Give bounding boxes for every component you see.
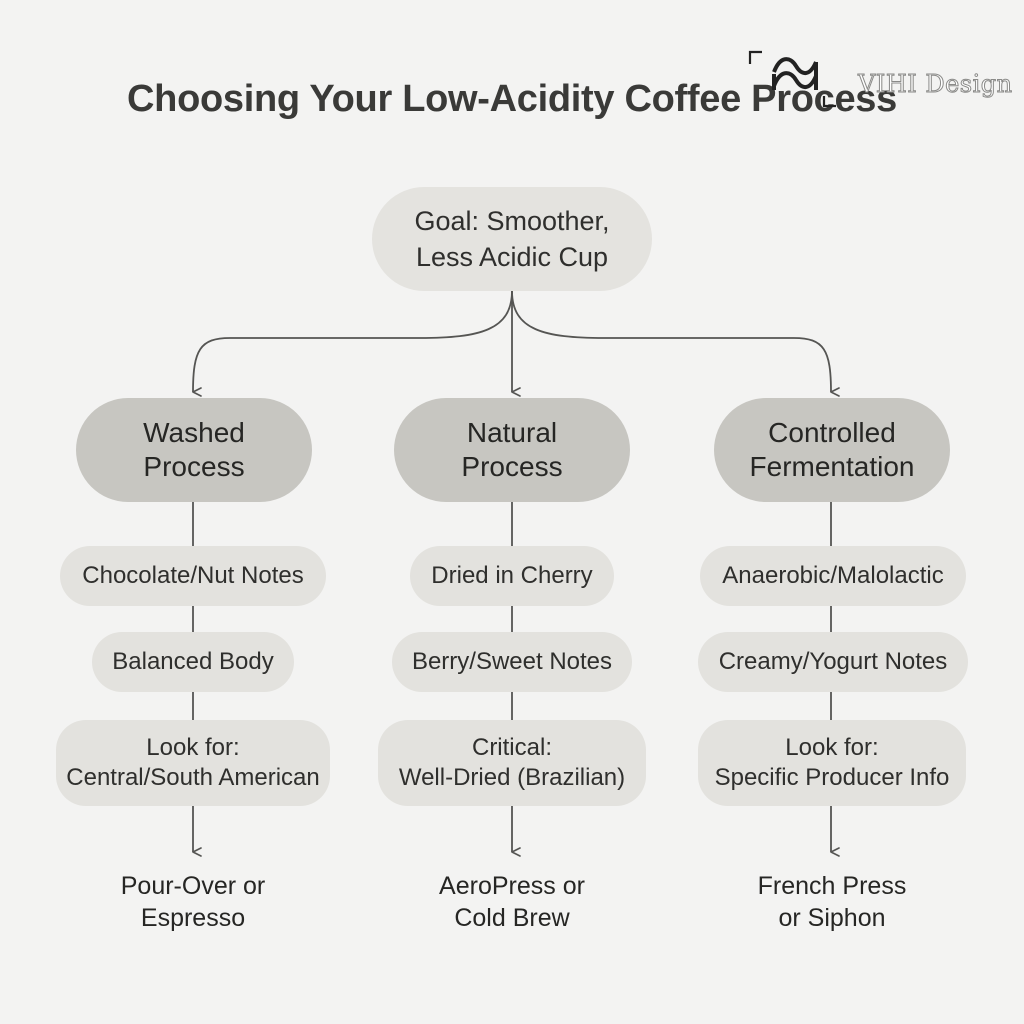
- note-chocolate-nut: Chocolate/Nut Notes: [60, 546, 326, 606]
- lookfor-line-2: Specific Producer Info: [714, 764, 950, 791]
- process-label-line-1: Washed: [143, 417, 245, 448]
- lookfor-line-1: Look for:: [785, 734, 879, 761]
- brew-method-natural: AeroPress or Cold Brew: [392, 870, 632, 934]
- connector-goal-to-controlled: [511, 290, 840, 397]
- process-node-washed: Washed Process: [76, 398, 312, 502]
- process-label-line-1: Natural: [466, 417, 558, 448]
- critical-line-1: Critical:: [471, 734, 552, 761]
- process-label-line-1: Controlled: [768, 417, 896, 448]
- note-creamy-yogurt: Creamy/Yogurt Notes: [698, 632, 968, 692]
- process-label-line-2: Fermentation: [749, 451, 915, 482]
- connector-goal-to-washed: [192, 290, 513, 397]
- process-node-natural: Natural Process: [394, 398, 630, 502]
- lookfor-line-2: Central/South American: [66, 764, 320, 791]
- critical-line-2: Well-Dried (Brazilian): [398, 764, 626, 791]
- process-node-controlled-fermentation: Controlled Fermentation: [714, 398, 950, 502]
- lookfor-washed: Look for: Central/South American: [56, 720, 330, 806]
- brew-method-washed: Pour-Over or Espresso: [73, 870, 313, 934]
- method-line-2: Espresso: [140, 904, 246, 932]
- note-dried-in-cherry: Dried in Cherry: [410, 546, 614, 606]
- process-label-line-2: Process: [461, 451, 563, 482]
- critical-natural: Critical: Well-Dried (Brazilian): [378, 720, 646, 806]
- watermark: VIHI Design: [748, 50, 1018, 110]
- goal-line-1: Goal: Smoother,: [414, 206, 610, 236]
- note-anaerobic-malolactic: Anaerobic/Malolactic: [700, 546, 966, 606]
- page-title: Choosing Your Low-Acidity Coffee Process: [127, 78, 897, 120]
- method-line-1: French Press: [757, 872, 907, 900]
- goal-line-2: Less Acidic Cup: [415, 242, 609, 272]
- method-line-1: Pour-Over or: [120, 872, 266, 900]
- goal-node: Goal: Smoother, Less Acidic Cup: [372, 187, 652, 291]
- method-line-2: Cold Brew: [454, 904, 570, 932]
- process-label-line-2: Process: [143, 451, 245, 482]
- lookfor-controlled: Look for: Specific Producer Info: [698, 720, 966, 806]
- lookfor-line-1: Look for:: [146, 734, 240, 761]
- note-berry-sweet: Berry/Sweet Notes: [392, 632, 632, 692]
- method-line-2: or Siphon: [778, 904, 886, 932]
- brew-method-controlled: French Press or Siphon: [712, 870, 952, 934]
- method-line-1: AeroPress or: [439, 872, 585, 900]
- watermark-text: VIHI Design: [858, 70, 1013, 99]
- wave-logo-icon: [748, 50, 836, 108]
- note-balanced-body: Balanced Body: [92, 632, 294, 692]
